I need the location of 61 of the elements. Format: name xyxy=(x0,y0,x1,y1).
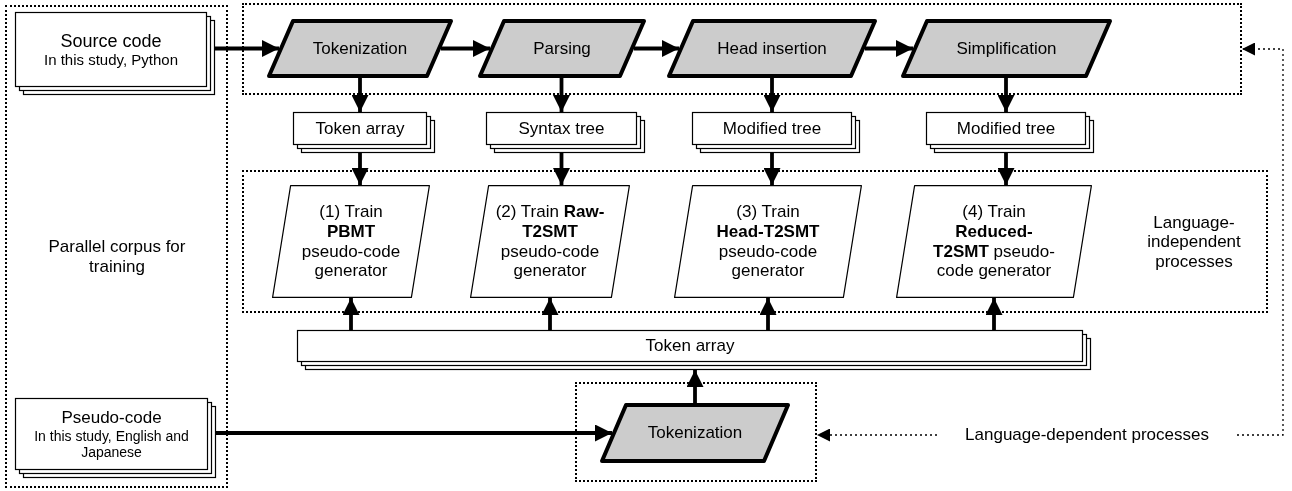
document-stack xyxy=(926,112,1094,153)
dotted-arrow xyxy=(1236,42,1284,436)
process-parallelogram xyxy=(267,19,453,78)
dotted-arrow xyxy=(816,428,938,442)
arrow xyxy=(351,153,369,185)
label-text: Source code xyxy=(60,30,162,52)
label-text: Head insertion xyxy=(717,38,827,59)
arrow xyxy=(441,40,490,57)
process-parallelogram xyxy=(600,403,790,463)
arrow xyxy=(215,40,279,57)
arrow xyxy=(759,298,777,330)
training-parallelogram xyxy=(470,185,630,298)
label-text: Language-independent processes xyxy=(1146,212,1242,272)
arrow xyxy=(216,424,612,442)
dashed-region xyxy=(5,5,228,488)
document-stack xyxy=(692,112,860,153)
label-text: In this study, Python xyxy=(44,51,178,69)
dashed-region xyxy=(242,170,1268,313)
arrow xyxy=(553,78,570,112)
arrow xyxy=(351,78,369,112)
arrow xyxy=(865,40,913,57)
label-text: Parallel corpus for training xyxy=(47,237,187,277)
document-stack xyxy=(15,398,216,478)
label-text: (3) Train Head-T2SMT pseudo-code generator xyxy=(715,202,821,281)
training-parallelogram xyxy=(674,185,862,298)
label-text: Pseudo-code xyxy=(61,408,162,428)
arrow xyxy=(686,370,704,403)
label-text: (1) Train PBMT pseudo-code generator xyxy=(301,202,401,281)
label-text: Simplification xyxy=(956,38,1057,59)
label-text: Modified tree xyxy=(956,118,1056,139)
label-text: Tokenization xyxy=(312,38,408,59)
dashed-region xyxy=(575,382,817,482)
process-parallelogram xyxy=(478,19,646,78)
label-text: (4) Train Reduced-T2SMT pseudo-code generator xyxy=(932,202,1056,281)
document-stack xyxy=(297,330,1091,370)
dashed-region xyxy=(242,3,1242,95)
label-text: Language-dependent processes xyxy=(965,425,1209,445)
label-text: Token array xyxy=(315,118,405,139)
training-parallelogram xyxy=(272,185,430,298)
arrow xyxy=(997,153,1015,185)
arrow xyxy=(634,40,679,57)
document-stack xyxy=(293,112,435,153)
label-text: Tokenization xyxy=(647,423,743,443)
arrow xyxy=(763,153,781,185)
arrow xyxy=(553,153,570,185)
process-parallelogram xyxy=(667,19,877,78)
label-text: Modified tree xyxy=(722,118,822,139)
process-parallelogram xyxy=(901,19,1112,78)
document-stack xyxy=(15,12,215,95)
label-text: Parsing xyxy=(533,38,591,59)
arrow xyxy=(342,298,360,330)
training-parallelogram xyxy=(896,185,1092,298)
document-stack xyxy=(486,112,645,153)
label-text: In this study, English and Japanese xyxy=(33,427,190,460)
label-text: Syntax tree xyxy=(518,118,605,139)
arrow xyxy=(541,298,559,330)
arrow xyxy=(997,78,1015,112)
arrow xyxy=(763,78,781,112)
label-text: (2) Train Raw-T2SMT pseudo-code generator xyxy=(495,202,605,281)
label-text: Token array xyxy=(645,336,735,356)
arrow xyxy=(985,298,1003,330)
